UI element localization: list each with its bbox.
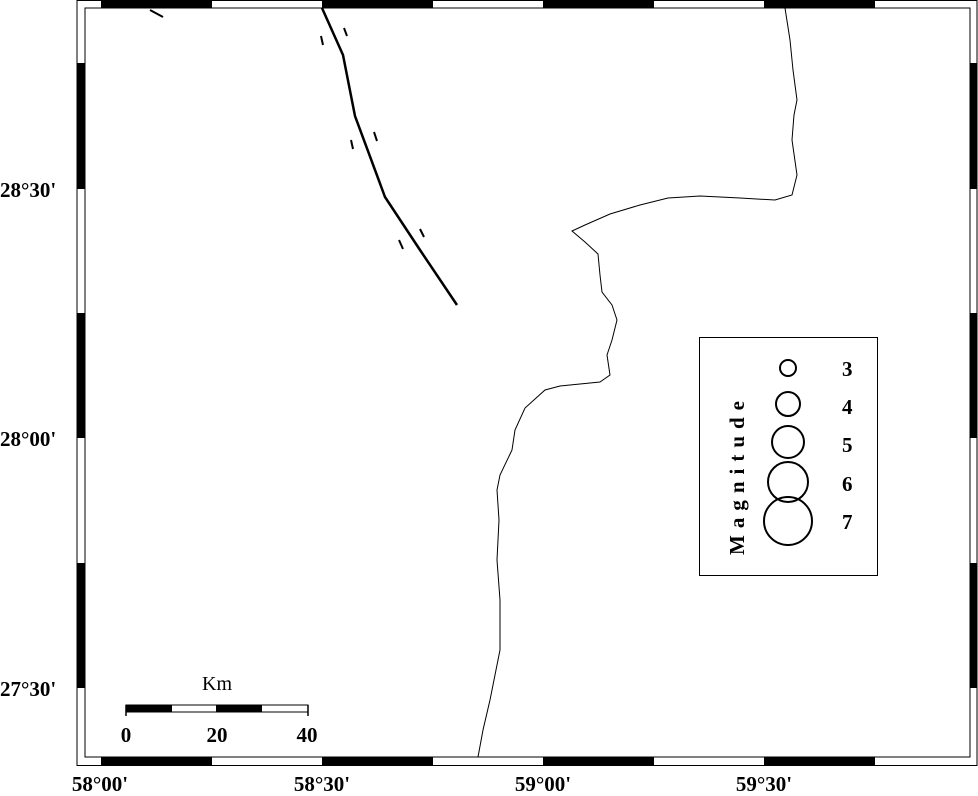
scale-tick: 0 — [121, 723, 132, 747]
legend-label: 4 — [842, 395, 853, 419]
scale-unit: Km — [202, 673, 232, 695]
lat-label: 28°00' — [0, 427, 56, 451]
lat-label: 27°30' — [0, 677, 56, 701]
lon-label: 58°00' — [72, 772, 128, 796]
legend-label: 5 — [842, 433, 853, 457]
fault-line — [149, 7, 459, 306]
lon-label: 59°30' — [736, 772, 792, 796]
longitude-labels: 58°00' 58°30' 59°00' 59°30' — [72, 772, 792, 796]
coastline — [477, 7, 798, 758]
scale-tick: 40 — [297, 723, 318, 747]
lon-label: 59°00' — [515, 772, 571, 796]
lat-label: 28°30' — [0, 178, 56, 202]
legend-label: 6 — [842, 472, 853, 496]
scale-bar: Km 0 20 40 — [121, 673, 318, 747]
frame-ticks — [77, 1, 977, 765]
legend-circle-5 — [771, 425, 805, 459]
legend-circle-7 — [763, 496, 813, 546]
legend-circle-6 — [767, 461, 809, 503]
legend-label: 7 — [842, 510, 853, 534]
lon-label: 58°30' — [294, 772, 350, 796]
magnitude-legend: Magnitude 3 4 5 6 7 — [699, 337, 878, 576]
legend-title: Magnitude — [725, 394, 749, 555]
legend-circle-3 — [779, 359, 797, 377]
legend-label: 3 — [842, 357, 853, 381]
scale-tick: 20 — [207, 723, 228, 747]
latitude-labels: 28°30' 28°00' 27°30' — [0, 178, 56, 701]
legend-circle-4 — [775, 391, 801, 417]
